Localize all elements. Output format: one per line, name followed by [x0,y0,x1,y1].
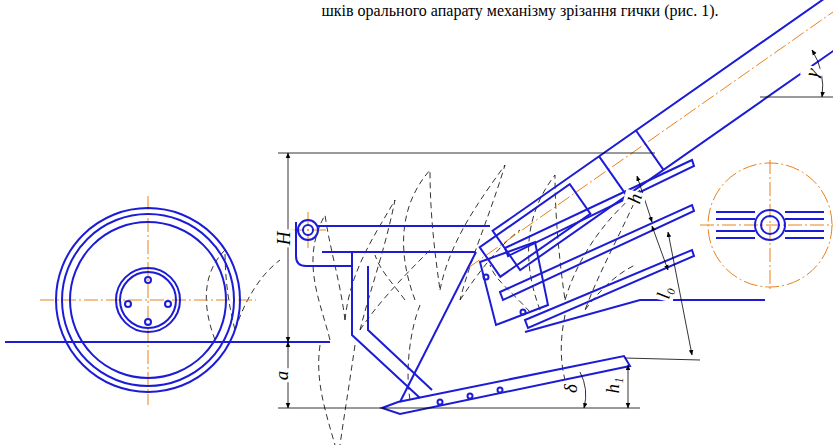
caption-text: шків орального апарату механізму зрізанн… [320,2,721,20]
center-lines [40,12,833,405]
dimension-lines [278,50,833,408]
angle-label: δ [560,382,581,395]
cutter-frame [296,160,694,414]
dimension-label: h₁ [601,375,622,395]
disc-hub [716,210,824,240]
feed-chute [476,0,833,282]
support-wheel [56,208,240,392]
ground-line [5,300,765,342]
beet-tops [206,165,640,445]
dimension-label: l₀ [652,282,676,302]
dimension-label: H [273,229,294,247]
angle-label: γ [800,63,824,81]
dimension-label: a [272,368,293,382]
